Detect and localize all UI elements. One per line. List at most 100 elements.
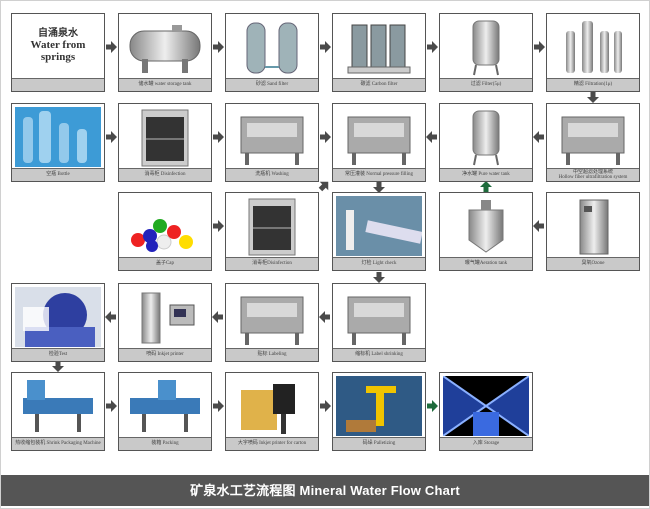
- step-label-text: 码垛 Palletizing: [362, 441, 396, 446]
- step-label-text: 曝气罐Aeration tank: [464, 261, 508, 266]
- flow-arrow-icon: [213, 131, 224, 143]
- bottles-photo-icon: [15, 107, 101, 167]
- flow-arrow-icon: [319, 311, 330, 323]
- step-label: 空瓶 Bottle: [12, 168, 104, 181]
- step-palletizing: 码垛 Palletizing: [332, 372, 426, 451]
- step-pure-water-tank: 净水罐 Pure water tank: [439, 103, 533, 182]
- step-label-text: 储水罐 water storage tank: [138, 82, 192, 87]
- flow-arrow-icon: [52, 361, 64, 372]
- step-label: 常压灌装 Normal pressure filling: [333, 168, 425, 181]
- step-label-text: 灯检 Light check: [361, 261, 397, 266]
- step-label: 码垛 Palletizing: [333, 437, 425, 450]
- step-label-text: 洗瓶机 Washing: [255, 172, 289, 177]
- step-label: 喷码 Inkjet printer: [119, 348, 211, 361]
- flow-arrow-icon: [213, 400, 224, 412]
- step-packing: 装箱 Packing: [118, 372, 212, 451]
- flow-arrow-icon: [213, 41, 224, 53]
- step-label-text: 臭氧Ozone: [581, 261, 605, 266]
- step-label-text: 精滤 Filtration(1μ): [573, 82, 613, 87]
- step-label-text: 常压灌装 Normal pressure filling: [345, 172, 413, 177]
- triple-filter-tank-icon: [336, 17, 422, 77]
- flow-arrow-icon: [426, 131, 437, 143]
- step-label: 臭氧Ozone: [547, 257, 639, 270]
- step-label: 检验Test: [12, 348, 104, 361]
- step-label: 大字喷码 Inkjet printer for carton: [226, 437, 318, 450]
- shrink-wrapper-icon: [15, 376, 101, 436]
- step-label-text: 盖子Cap: [155, 261, 175, 266]
- step-label: 装箱 Packing: [119, 437, 211, 450]
- conveyor-machine-icon: [336, 287, 422, 347]
- factory-photo-icon: [336, 196, 422, 256]
- lab-photo-icon: [15, 287, 101, 347]
- step-label: 贴标 Labeling: [226, 348, 318, 361]
- step-carbon-filter: 碳滤 Carbon filter: [332, 13, 426, 92]
- vertical-tank-icon: [443, 107, 529, 167]
- step-label-text: 检验Test: [48, 352, 68, 357]
- mixing-tank-icon: [443, 196, 529, 256]
- step-label: 过滤 Filter(5μ): [440, 78, 532, 91]
- step-label-text: 砂滤 Sand filter: [255, 82, 289, 87]
- step-label: 热收缩包装机 Shrink Packaging Machine: [12, 437, 104, 450]
- horizontal-tank-icon: [122, 17, 208, 77]
- step-filling: 常压灌装 Normal pressure filling: [332, 103, 426, 182]
- chart-title-banner: 矿泉水工艺流程图 Mineral Water Flow Chart: [1, 475, 649, 506]
- inkjet-printer-icon: [122, 287, 208, 347]
- step-label: 砂滤 Sand filter: [226, 78, 318, 91]
- step-water-storage-tank: 储水罐 water storage tank: [118, 13, 212, 92]
- step-label-text: 过滤 Filter(5μ): [470, 82, 502, 87]
- step-label-text: 入库 Storage: [472, 441, 500, 446]
- step-labeling: 贴标 Labeling: [225, 283, 319, 362]
- step-label-text: 碳滤 Carbon filter: [360, 82, 398, 87]
- flow-arrow-icon: [534, 41, 545, 53]
- washing-machine-icon: [229, 107, 315, 167]
- step-label-text: 中空超滤处理系统: [572, 170, 613, 175]
- step-label-text: 热收缩包装机 Shrink Packaging Machine: [15, 441, 101, 446]
- cartridge-filter-icon: [550, 17, 636, 77]
- twin-filter-tank-icon: [229, 17, 315, 77]
- disinfection-cabinet-icon: [122, 107, 208, 167]
- filling-machine-icon: [336, 107, 422, 167]
- step-aeration-tank: 曝气罐Aeration tank: [439, 192, 533, 271]
- step-storage: 入库 Storage: [439, 372, 533, 451]
- green-flow-arrow-icon: [480, 181, 492, 192]
- flow-arrow-icon: [212, 311, 223, 323]
- step-label-text: 消毒柜 Disinfection: [144, 172, 186, 177]
- step-label: 入库 Storage: [440, 437, 532, 450]
- flow-arrow-icon: [320, 131, 331, 143]
- flow-arrow-icon: [106, 131, 117, 143]
- step-filtration-1u: 精滤 Filtration(1μ): [546, 13, 640, 92]
- step-cap: 盖子Cap: [118, 192, 212, 271]
- step-label: 储水罐 water storage tank: [119, 78, 211, 91]
- step-label-text-en: Hollow fiber ultrafiltration system: [558, 175, 628, 180]
- step-label: 洗瓶机 Washing: [226, 168, 318, 181]
- step-label: 缩标机 Label shrinking: [333, 348, 425, 361]
- step-label: 碳滤 Carbon filter: [333, 78, 425, 91]
- step-water-from-springs: 自涌泉水 Water from springs: [11, 13, 105, 92]
- step-label-shrinking: 缩标机 Label shrinking: [332, 283, 426, 362]
- step-washing: 洗瓶机 Washing: [225, 103, 319, 182]
- step-label-text: 缩标机 Label shrinking: [355, 352, 403, 357]
- flow-arrow-icon: [320, 41, 331, 53]
- ultrafiltration-rack-icon: [550, 107, 636, 167]
- vertical-tank-icon: [443, 17, 529, 77]
- flow-arrow-icon: [533, 131, 544, 143]
- step-label: 曝气罐Aeration tank: [440, 257, 532, 270]
- source-title-en-2: springs: [40, 51, 76, 63]
- step-label-text: 贴标 Labeling: [257, 352, 287, 357]
- step-test: 检验Test: [11, 283, 105, 362]
- step-label: 盖子Cap: [119, 257, 211, 270]
- green-flow-arrow-icon: [427, 400, 438, 412]
- step-label-text: 空瓶 Bottle: [46, 172, 70, 177]
- caps-icon: [122, 196, 208, 256]
- step-disinfection-2: 消毒柜Disinfection: [225, 192, 319, 271]
- packing-machine-icon: [122, 376, 208, 436]
- ozone-cabinet-icon: [550, 196, 636, 256]
- source-title: 自涌泉水 Water from springs: [12, 24, 104, 63]
- flow-arrow-icon: [587, 92, 599, 103]
- disinfection-cabinet-icon: [229, 196, 315, 256]
- step-label-text: 净水罐 Pure water tank: [462, 172, 510, 177]
- step-disinfection-1: 消毒柜 Disinfection: [118, 103, 212, 182]
- step-label-strip: [12, 78, 104, 91]
